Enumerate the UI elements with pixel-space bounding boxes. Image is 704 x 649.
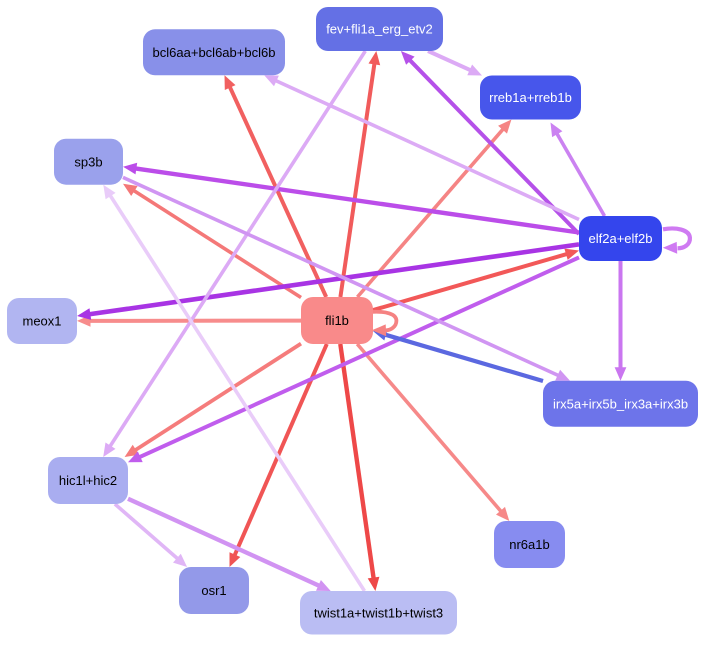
svg-text:sp3b: sp3b: [74, 154, 102, 169]
svg-text:meox1: meox1: [22, 314, 61, 329]
svg-text:twist1a+twist1b+twist3: twist1a+twist1b+twist3: [314, 605, 443, 620]
svg-text:irx5a+irx5b_irx3a+irx3b: irx5a+irx5b_irx3a+irx3b: [553, 396, 688, 411]
svg-text:rreb1a+rreb1b: rreb1a+rreb1b: [489, 90, 572, 105]
svg-text:fev+fli1a_erg_etv2: fev+fli1a_erg_etv2: [326, 22, 433, 37]
svg-text:hic1l+hic2: hic1l+hic2: [59, 473, 117, 488]
svg-text:elf2a+elf2b: elf2a+elf2b: [589, 231, 653, 246]
svg-text:nr6a1b: nr6a1b: [509, 537, 549, 552]
svg-text:bcl6aa+bcl6ab+bcl6b: bcl6aa+bcl6ab+bcl6b: [153, 45, 276, 60]
svg-text:fli1b: fli1b: [325, 313, 349, 328]
svg-text:osr1: osr1: [201, 583, 226, 598]
